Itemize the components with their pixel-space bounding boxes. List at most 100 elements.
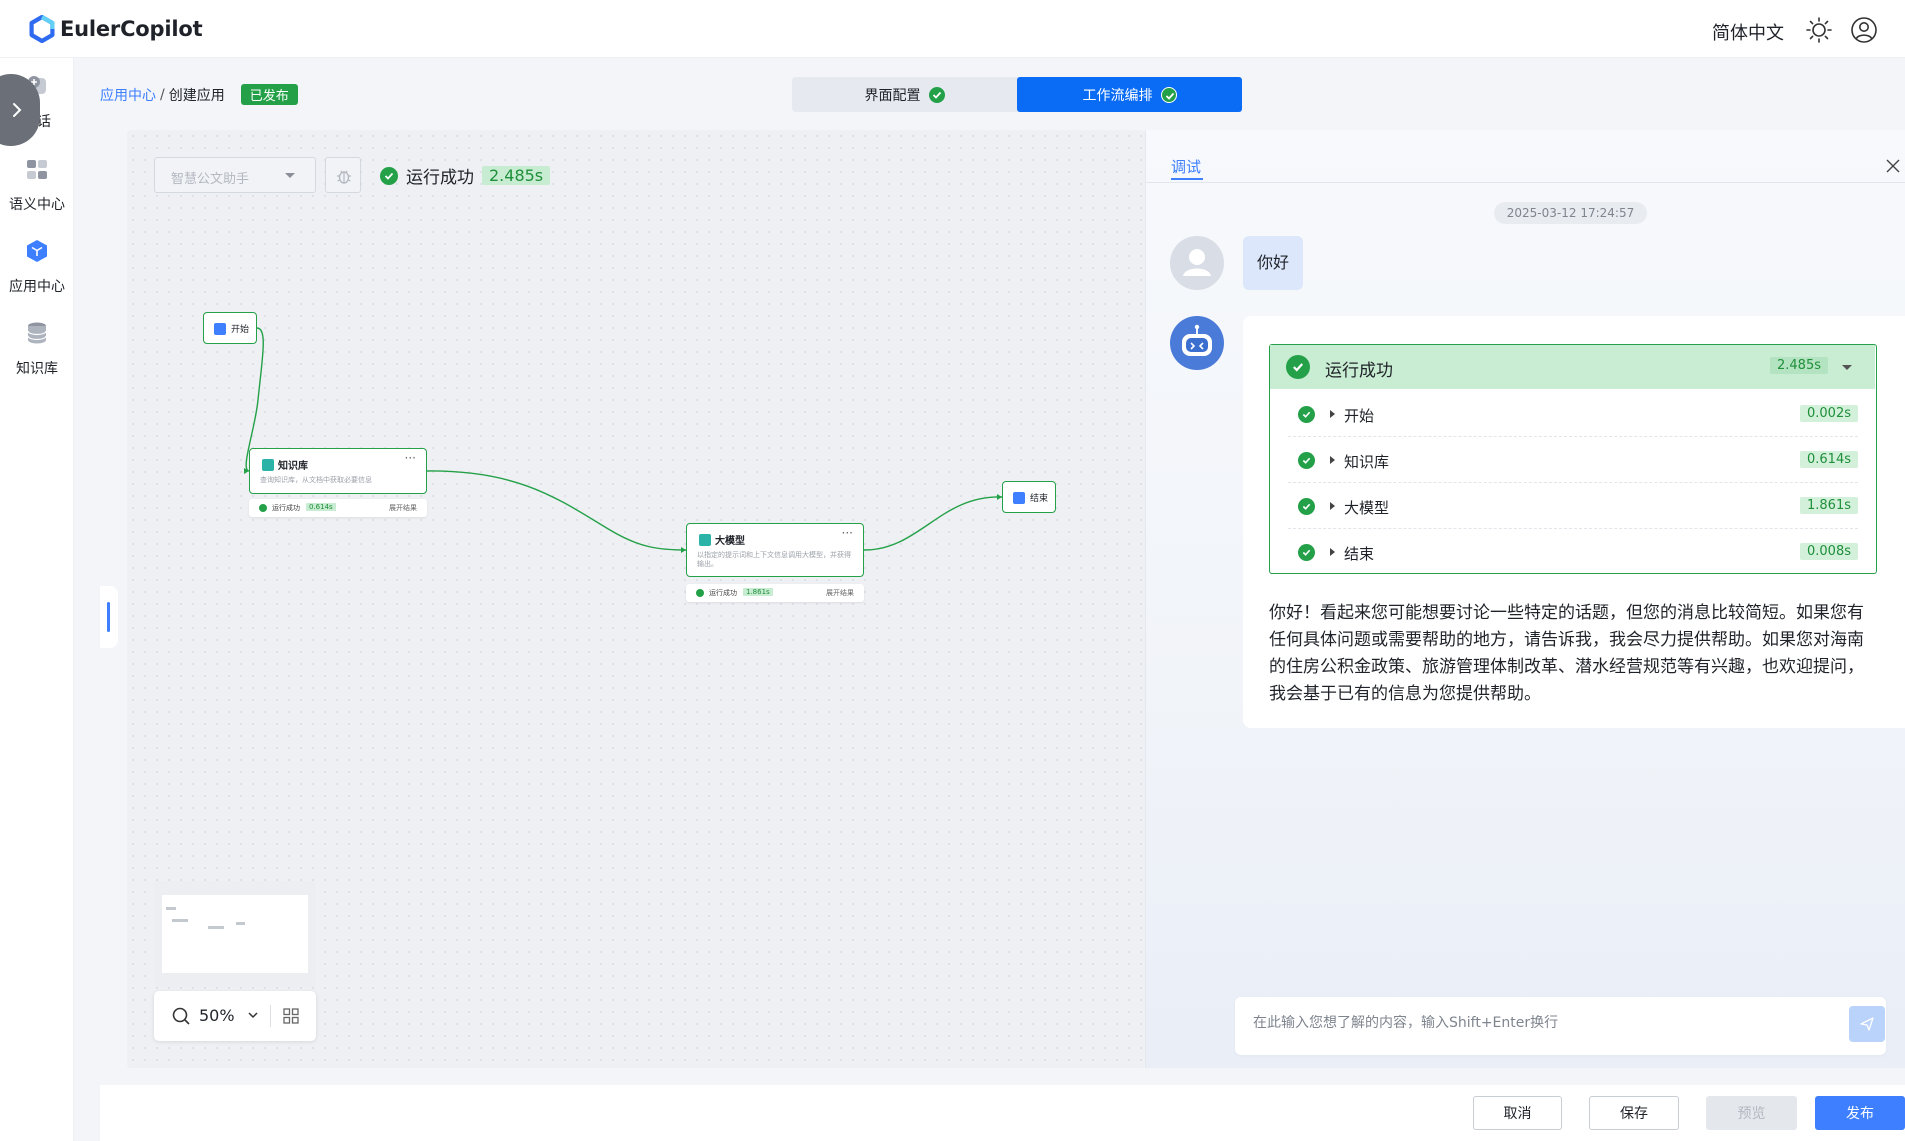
search-icon <box>172 1007 190 1025</box>
run-summary-header[interactable]: 运行成功 2.485s <box>1270 345 1875 389</box>
check-circle-icon <box>696 589 704 597</box>
cancel-button[interactable]: 取消 <box>1473 1096 1562 1130</box>
divider <box>270 1005 271 1027</box>
check-circle-icon <box>1160 86 1177 103</box>
published-badge: 已发布 <box>240 84 298 105</box>
user-circle-icon[interactable] <box>1850 16 1878 44</box>
start-node-icon <box>214 323 226 335</box>
node-panel-handle[interactable] <box>100 586 118 648</box>
step-time: 0.614s <box>1800 451 1858 468</box>
check-circle-icon <box>1298 406 1315 423</box>
debug-button[interactable] <box>325 157 361 193</box>
minimap-node <box>172 919 188 922</box>
check-circle-icon <box>380 166 398 185</box>
more-icon[interactable]: ··· <box>404 451 416 465</box>
result-status: 运行成功 <box>272 504 300 512</box>
knowledge-node-icon <box>262 459 274 471</box>
chevron-down-icon[interactable] <box>246 1008 260 1022</box>
database-icon <box>27 322 47 344</box>
sidebar-item-app-center[interactable]: 应用中心 <box>0 238 74 308</box>
check-circle-icon <box>259 504 267 512</box>
check-circle-icon <box>1298 498 1315 515</box>
run-summary-time: 2.485s <box>1770 357 1828 374</box>
tab-workflow[interactable]: 工作流编排 <box>1017 77 1242 112</box>
check-circle-icon <box>1286 355 1310 379</box>
check-circle-icon <box>1298 452 1315 469</box>
step-name: 结束 <box>1344 545 1375 563</box>
run-status-text: 运行成功 <box>406 168 474 188</box>
result-time: 0.614s <box>306 503 336 511</box>
zoom-control: 50% <box>154 991 316 1041</box>
node-knowledge-base[interactable]: 知识库 ··· 查询知识库，从文档中获取必要信息 <box>249 448 427 494</box>
step-name: 开始 <box>1344 407 1375 425</box>
publish-button[interactable]: 发布 <box>1815 1096 1905 1130</box>
caret-right-icon <box>1330 548 1335 556</box>
minimap-viewport <box>162 895 308 973</box>
caret-right-icon <box>1330 456 1335 464</box>
layout-grid-icon[interactable] <box>281 1006 301 1026</box>
sidebar-item-semantic[interactable]: 语义中心 <box>0 156 74 226</box>
run-step[interactable]: 大模型 1.861s <box>1288 483 1858 529</box>
sun-icon[interactable] <box>1805 16 1833 44</box>
expand-result-button[interactable]: 展开结果 <box>826 589 854 597</box>
tab-ui-config[interactable]: 界面配置 <box>792 77 1017 112</box>
node-label: 知识库 <box>278 461 308 472</box>
sidebar-item-knowledge-base[interactable]: 知识库 <box>0 320 74 390</box>
bot-avatar <box>1170 316 1224 370</box>
message-timestamp: 2025-03-12 17:24:57 <box>1494 202 1647 224</box>
end-node-icon <box>1013 492 1025 504</box>
expand-result-button[interactable]: 展开结果 <box>389 504 417 512</box>
run-step[interactable]: 开始 0.002s <box>1288 391 1858 437</box>
node-end[interactable]: 结束 <box>1002 481 1056 513</box>
step-name: 大模型 <box>1344 499 1390 517</box>
node-llm[interactable]: 大模型 ··· 以指定的提示词和上下文信息调用大模型，并获得输出。 <box>686 523 864 577</box>
user-avatar <box>1170 236 1224 290</box>
sidebar-item-label: 知识库 <box>16 361 58 377</box>
node-result-llm: 运行成功 1.861s 展开结果 <box>686 584 864 602</box>
breadcrumb-current: 创建应用 <box>168 87 225 104</box>
chevron-right-icon <box>13 103 22 117</box>
sidebar-collapse-button[interactable] <box>0 74 40 146</box>
node-description: 查询知识库，从文档中获取必要信息 <box>260 476 372 484</box>
result-status: 运行成功 <box>709 589 737 597</box>
minimap-node <box>236 922 245 925</box>
breadcrumb-link-app-center[interactable]: 应用中心 <box>100 87 156 104</box>
top-header: EulerCopilot 简体中文 <box>0 0 1905 58</box>
caret-down-icon <box>285 173 295 178</box>
run-summary-title: 运行成功 <box>1325 361 1393 381</box>
minimap-node <box>166 907 176 910</box>
sidebar-item-label: 应用中心 <box>9 279 65 295</box>
preview-button[interactable]: 预览 <box>1706 1096 1797 1130</box>
more-icon[interactable]: ··· <box>841 526 853 540</box>
bot-answer-text: 你好！看起来您可能想要讨论一些特定的话题，但您的消息比较简短。如果您有任何具体问… <box>1269 603 1864 704</box>
close-icon[interactable] <box>1884 157 1902 175</box>
node-description: 以指定的提示词和上下文信息调用大模型，并获得输出。 <box>697 551 851 568</box>
run-step[interactable]: 结束 0.008s <box>1288 529 1858 575</box>
send-button[interactable] <box>1849 1006 1885 1042</box>
config-tabs: 界面配置 工作流编排 <box>792 77 1242 112</box>
zoom-level[interactable]: 50% <box>199 1006 235 1025</box>
user-message-bubble: 你好 <box>1243 236 1303 290</box>
run-time-badge: 2.485s <box>482 166 551 185</box>
canvas-minimap[interactable] <box>154 881 316 987</box>
caret-right-icon <box>1330 502 1335 510</box>
workflow-select[interactable]: 智慧公文助手 <box>154 157 316 193</box>
save-button[interactable]: 保存 <box>1589 1096 1679 1130</box>
chat-input-box <box>1235 997 1886 1055</box>
language-switch[interactable]: 简体中文 <box>1712 23 1784 44</box>
caret-down-icon[interactable] <box>1842 365 1852 370</box>
step-name: 知识库 <box>1344 453 1390 471</box>
node-label: 开始 <box>231 325 250 335</box>
tab-debug[interactable]: 调试 <box>1171 158 1202 176</box>
app-cube-icon <box>27 240 47 262</box>
bug-icon <box>337 170 351 184</box>
breadcrumb: 应用中心/创建应用已发布 <box>100 84 298 105</box>
llm-node-icon <box>699 534 711 546</box>
run-summary-box: 运行成功 2.485s 开始 0.002s 知识库 0.614s 大模型 1.8… <box>1269 344 1877 574</box>
chat-input[interactable] <box>1253 1015 1813 1031</box>
run-step[interactable]: 知识库 0.614s <box>1288 437 1858 483</box>
check-circle-icon <box>928 86 945 103</box>
breadcrumb-separator: / <box>160 86 165 103</box>
step-time: 0.002s <box>1800 405 1858 422</box>
node-start[interactable]: 开始 <box>203 312 257 344</box>
